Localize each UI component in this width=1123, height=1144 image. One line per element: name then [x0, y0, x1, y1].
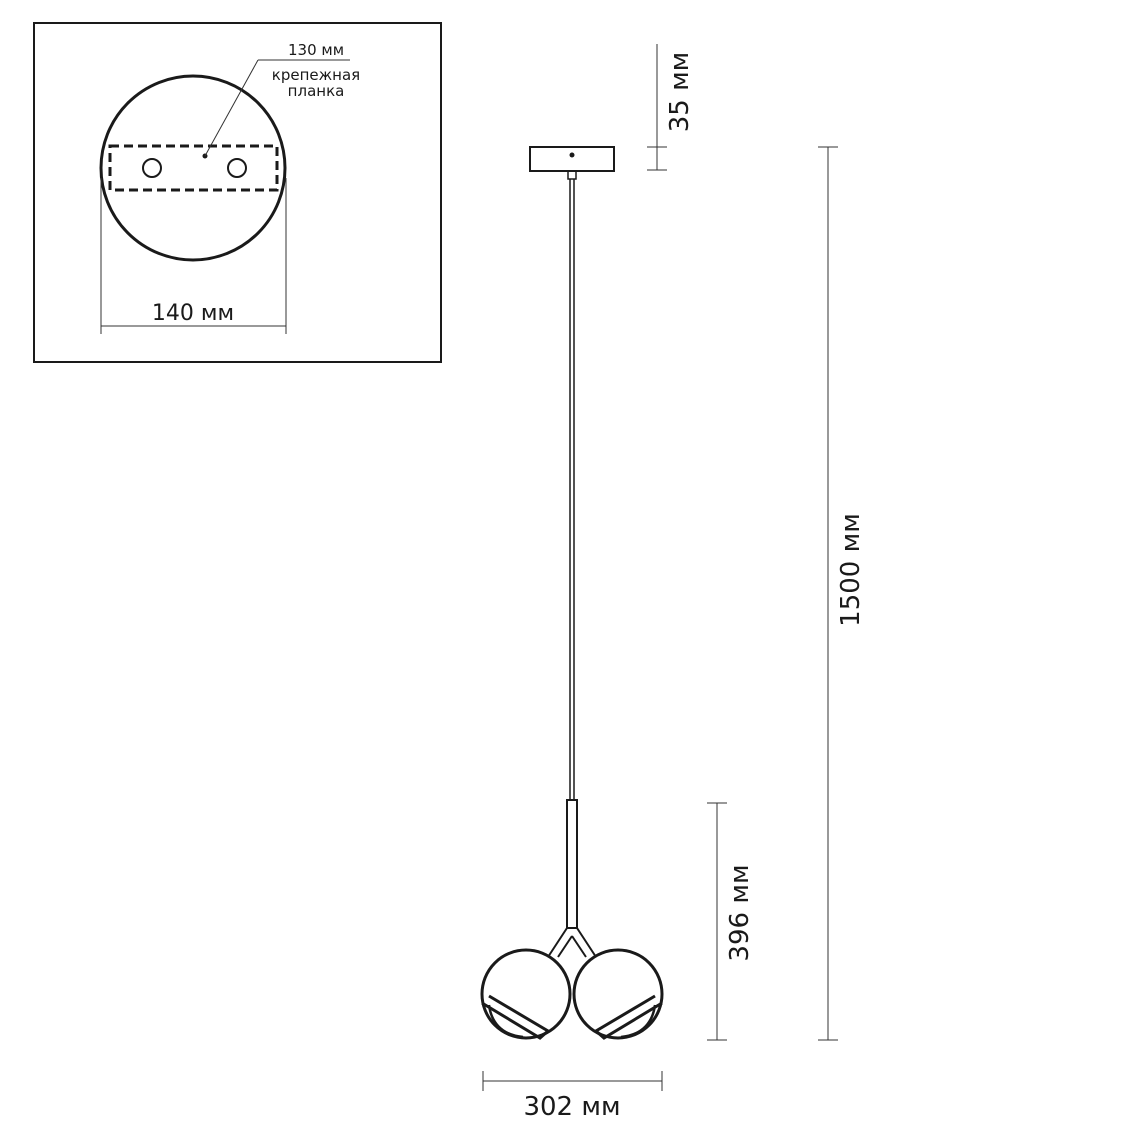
total-height-dimension: 1500 мм	[818, 146, 866, 1041]
canopy-screw	[569, 152, 575, 158]
plate-caption-line1: крепежная	[272, 66, 360, 84]
left-shade-lip	[481, 994, 551, 1040]
branch-arms	[547, 927, 597, 958]
plate-width-label: 130 мм	[288, 41, 344, 59]
fixture-width-label: 302 мм	[523, 1092, 620, 1122]
fixture-width-dimension: 302 мм	[482, 1071, 663, 1122]
right-shade-globe	[572, 948, 664, 1040]
mounting-hole-left	[142, 158, 162, 178]
right-lamp-shade	[572, 948, 664, 1040]
right-bulb-arc	[620, 1004, 657, 1039]
mounting-hole-right	[227, 158, 247, 178]
canopy-side	[529, 146, 615, 172]
left-shade-globe	[480, 948, 572, 1040]
mounting-plate	[108, 144, 279, 192]
fixture-height-dimension: 396 мм	[707, 802, 755, 1041]
canopy-height-dimension: 35 мм	[647, 44, 695, 171]
canopy-diameter-label: 140 мм	[152, 301, 234, 326]
lamp-rod	[566, 799, 578, 929]
fixture-height-label: 396 мм	[725, 864, 755, 961]
left-lamp-shade	[480, 948, 572, 1040]
canopy-top-view-inset: 130 мм крепежная планка 140 мм	[33, 22, 442, 363]
plate-leader	[204, 59, 259, 157]
canopy-outline	[99, 74, 287, 262]
plate-caption-line2: планка	[288, 82, 345, 100]
left-bulb-arc	[487, 1004, 524, 1039]
total-height-label: 1500 мм	[836, 513, 866, 627]
inset-frame	[33, 22, 442, 363]
canopy-height-label: 35 мм	[665, 52, 695, 133]
cord-connector	[567, 170, 577, 180]
pendant-side-view	[480, 146, 664, 1040]
right-shade-lip	[593, 994, 663, 1040]
